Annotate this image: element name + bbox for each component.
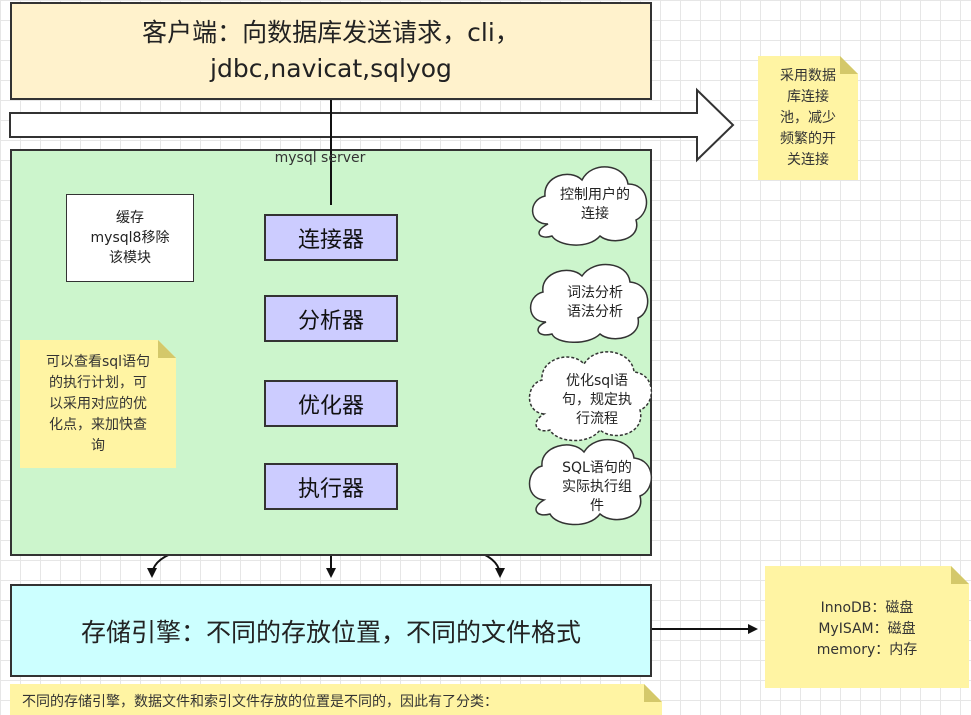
cloud-connector: 控制用户的 连接 xyxy=(545,182,645,228)
cache-box: 缓存 mysql8移除 该模块 xyxy=(66,194,194,282)
cache-line: 该模块 xyxy=(109,250,151,266)
cloud-line: 句，规定执 xyxy=(562,391,632,408)
analyzer-box: 分析器 xyxy=(264,295,398,342)
optimizer-note-line: 化点，来加快查 xyxy=(49,417,147,433)
optimizer-note-line: 以采用对应的优 xyxy=(49,396,147,412)
cloud-line: SQL语句的 xyxy=(562,459,632,476)
cloud-line: 实际执行组 xyxy=(562,478,632,495)
engines-note-line: InnoDB：磁盘 xyxy=(820,600,914,616)
cloud-shape xyxy=(529,263,649,343)
cloud-optimizer: 优化sql语 句，规定执 行流程 xyxy=(545,368,649,432)
cloud-line: 连接 xyxy=(581,206,609,222)
cloud-executor: SQL语句的 实际执行组 件 xyxy=(545,455,649,519)
pool-note-line: 关连接 xyxy=(787,152,829,168)
pool-note-line: 库连接 xyxy=(787,89,829,105)
cloud-shape xyxy=(528,438,653,526)
cloud-line: 控制用户的 xyxy=(560,187,630,203)
cloud-shape xyxy=(531,166,648,246)
storage-engine-box: 存储引擎：不同的存放位置，不同的文件格式 xyxy=(10,584,652,677)
cloud-line: 件 xyxy=(590,497,604,514)
engines-note-line: MyISAM：磁盘 xyxy=(818,621,916,637)
cloud-analyzer: 词法分析 语法分析 xyxy=(545,280,645,326)
optimizer-note: 可以查看sql语句 的执行计划，可 以采用对应的优 化点，来加快查 询 xyxy=(20,340,176,468)
executor-box: 执行器 xyxy=(264,463,398,510)
cloud-shape xyxy=(528,351,653,442)
cache-line: 缓存 xyxy=(116,210,144,226)
connector-box: 连接器 xyxy=(264,214,398,261)
optimizer-note-line: 可以查看sql语句 xyxy=(45,354,151,370)
connection-pool-note: 采用数据 库连接 池，减少 频繁的开 关连接 xyxy=(758,56,858,180)
cloud-line: 词法分析 xyxy=(567,285,623,301)
engines-note-line: memory：内存 xyxy=(816,642,918,658)
optimizer-note-line: 询 xyxy=(91,438,105,454)
cloud-line: 语法分析 xyxy=(567,304,623,320)
server-title: mysql server xyxy=(274,150,366,166)
pool-note-line: 采用数据 xyxy=(780,68,836,84)
client-title-line1: 客户端：向数据库发送请求，cli， xyxy=(142,18,520,47)
optimizer-note-line: 的执行计划，可 xyxy=(49,375,147,391)
pool-note-line: 池，减少 xyxy=(780,110,836,126)
cache-line: mysql8移除 xyxy=(90,230,170,246)
client-box: 客户端：向数据库发送请求，cli， jdbc,navicat,sqlyog xyxy=(10,2,652,100)
client-title-line2: jdbc,navicat,sqlyog xyxy=(210,54,452,83)
cloud-line: 优化sql语 xyxy=(565,372,629,389)
optimizer-box: 优化器 xyxy=(264,380,398,427)
bottom-note: 不同的存储引擎，数据文件和索引文件存放的位置是不同的，因此有了分类： xyxy=(10,684,662,715)
cloud-line: 行流程 xyxy=(576,410,618,427)
pool-note-line: 频繁的开 xyxy=(780,131,836,147)
engines-note: InnoDB：磁盘 MyISAM：磁盘 memory：内存 xyxy=(765,566,969,688)
large-flow-arrow xyxy=(9,87,735,163)
